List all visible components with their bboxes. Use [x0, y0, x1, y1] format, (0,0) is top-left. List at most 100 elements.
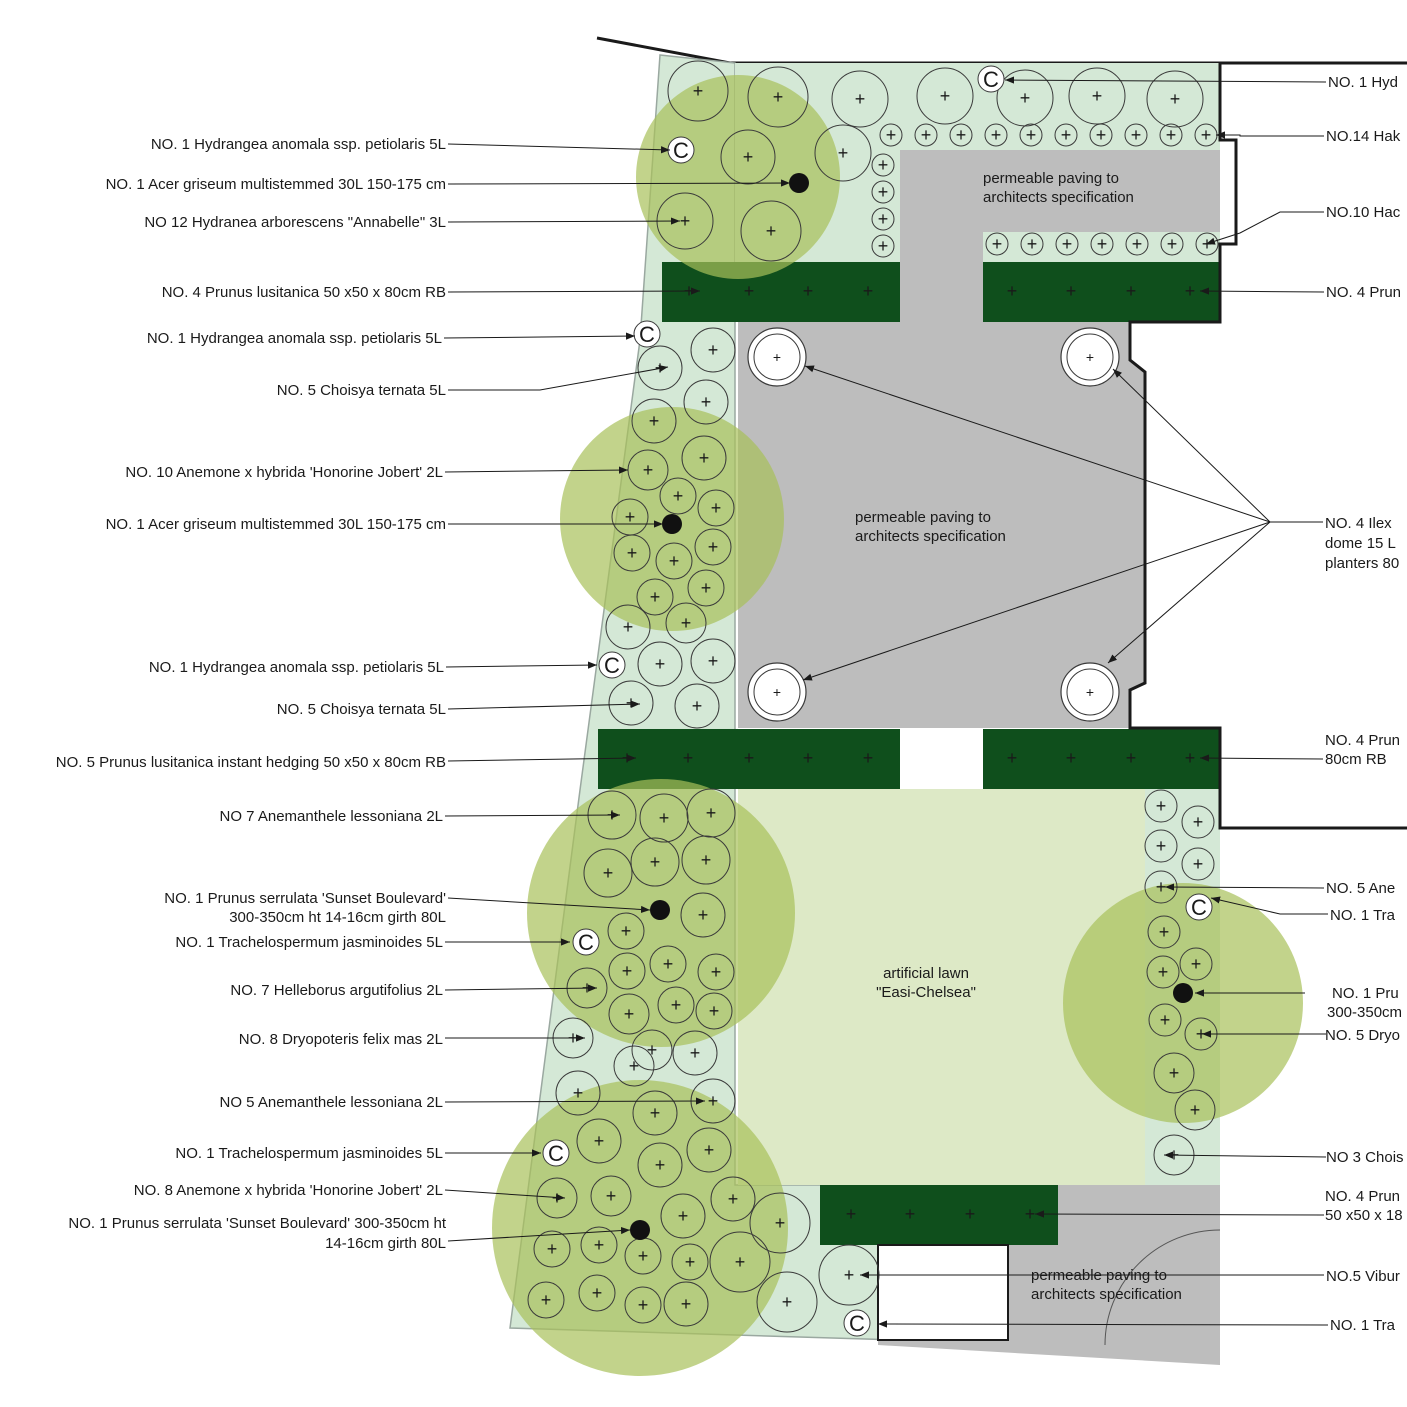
leader-21 [1216, 131, 1324, 139]
shrub-low-13-marker: + [709, 1001, 720, 1021]
shrub-right-1-marker: + [1193, 812, 1204, 832]
left-label-1: NO. 1 Hydrangea anomala ssp. petiolaris … [151, 136, 446, 153]
planter-marker-1: + [1086, 349, 1094, 365]
shrub-mid-14-marker: + [623, 617, 634, 637]
climber-top-right-outline [977, 65, 1005, 93]
shrub-mid-3: + [631, 398, 677, 444]
shrub-low-16-outline [672, 1030, 718, 1076]
shrub-top-10: + [1146, 70, 1204, 128]
hedge-top-left-plant-3: + [863, 281, 874, 301]
shrub-top-7-outline [916, 67, 974, 125]
shrub-low-7-outline [607, 912, 645, 950]
shrub-low-35-outline [527, 1281, 565, 1319]
shrub-low-8: + [649, 945, 687, 983]
shrub-low-13-outline [695, 992, 733, 1030]
climber-low-2-marker: C [548, 1141, 564, 1166]
shrub-low-15-marker: + [647, 1040, 658, 1060]
prunus-left-trunk [650, 900, 670, 920]
hedge-mid-right-plant-2: + [1126, 748, 1137, 768]
ilex-planter-1: + [1060, 327, 1120, 387]
shrub-right-2-outline [1144, 829, 1178, 863]
shrub-mid-14-outline [605, 604, 651, 650]
hakonechloa-top-9-marker: + [1201, 125, 1212, 145]
hedges [598, 262, 1221, 1245]
shrub-low-30-outline [533, 1230, 571, 1268]
shrub-low-31-marker: + [638, 1246, 649, 1266]
shrub-top-10-outline [1146, 70, 1204, 128]
shrub-low-26: + [590, 1175, 632, 1217]
shrub-low-12-marker: + [671, 995, 682, 1015]
shrub-mid-15-marker: + [681, 613, 692, 633]
shrub-right-3-outline [1181, 847, 1215, 881]
shrub-mid-3-outline [631, 398, 677, 444]
hedge-mid-left-plant-1: + [683, 748, 694, 768]
climber-low-1-marker: C [578, 930, 594, 955]
shrub-low-34-outline [749, 1192, 811, 1254]
right-label-10: NO. 5 Dryo [1325, 1027, 1400, 1044]
shrub-low-5-marker: + [701, 850, 712, 870]
shrub-mid-12-marker: + [701, 578, 712, 598]
hedge-middle-right [983, 729, 1221, 789]
climber-mid-2-outline [598, 651, 626, 679]
shrub-top-6-outline [831, 70, 889, 128]
shrub-low-3: + [583, 848, 633, 898]
hakonechloa-side-3: + [871, 234, 895, 258]
hakonechloa-low-4-marker: + [1132, 234, 1143, 254]
shrub-low-28-marker: + [728, 1189, 739, 1209]
climber-low-3: C [843, 1309, 871, 1337]
shrub-low-4-marker: + [650, 852, 661, 872]
hakonechloa-top-4: + [1019, 123, 1043, 147]
shrub-low-9-outline [697, 953, 735, 991]
shrub-low-26-outline [590, 1175, 632, 1217]
shrub-right-11-marker: + [1190, 1100, 1201, 1120]
shrub-mid-14: + [605, 604, 651, 650]
shrub-low-8-marker: + [663, 954, 674, 974]
shrub-low-27-outline [660, 1193, 706, 1239]
hakonechloa-side-1-outline [871, 180, 895, 204]
leader-3 [447, 287, 701, 295]
shrub-top-4: + [740, 200, 802, 262]
shrub-mid-10-marker: + [627, 543, 638, 563]
shrub-low-40-marker: + [844, 1265, 855, 1285]
hakonechloa-top-6-marker: + [1096, 125, 1107, 145]
hakonechloa-low-2: + [1055, 232, 1079, 256]
shrub-top-3: + [814, 124, 872, 182]
shrub-mid-13: + [636, 578, 674, 616]
shrub-top-9-outline [1068, 67, 1126, 125]
hedge-mid-right-plant-1: + [1066, 748, 1077, 768]
hakonechloa-low-1-marker: + [1027, 234, 1038, 254]
shrub-mid-9-outline [694, 528, 732, 566]
shrub-right-0-outline [1144, 789, 1178, 823]
shrub-low-20: + [632, 1090, 678, 1136]
shrub-mid-18-outline [608, 680, 654, 726]
shrub-low-2: + [686, 788, 736, 838]
right-label-1: NO. 1 Hyd [1328, 74, 1398, 91]
doorway-void [877, 1244, 1009, 1341]
shrub-low-5-outline [681, 835, 731, 885]
shrub-low-20-marker: + [650, 1103, 661, 1123]
shrub-mid-15: + [665, 602, 707, 644]
leader-12 [447, 897, 651, 914]
shrub-low-24-marker: + [655, 1155, 666, 1175]
hakonechloa-low-0-marker: + [992, 234, 1003, 254]
shrub-right-2: + [1144, 829, 1178, 863]
shrub-top-0-outline [667, 60, 729, 122]
climber-mid-1-marker: C [639, 322, 655, 347]
hakonechloa-low-3-marker: + [1097, 234, 1108, 254]
shrub-low-8-outline [649, 945, 687, 983]
hedge-top-right-plant-1: + [1066, 281, 1077, 301]
shrub-low-10-outline [608, 952, 646, 990]
shrub-mid-16: + [637, 641, 683, 687]
shrub-top-1: + [747, 66, 809, 128]
shrub-low-15-outline [631, 1029, 673, 1071]
shrub-low-7: + [607, 912, 645, 950]
leader-8 [445, 661, 598, 669]
shrub-low-26-marker: + [606, 1186, 617, 1206]
right-label-3: NO.10 Hac [1326, 204, 1401, 221]
hedge-top-right-plant-2: + [1126, 281, 1137, 301]
shrub-top-9: + [1068, 67, 1126, 125]
shrub-low-38: + [663, 1281, 709, 1327]
leader-33 [1034, 1210, 1325, 1218]
hakonechloa-low-3-outline [1090, 232, 1114, 256]
shrub-low-22-outline [576, 1118, 622, 1164]
